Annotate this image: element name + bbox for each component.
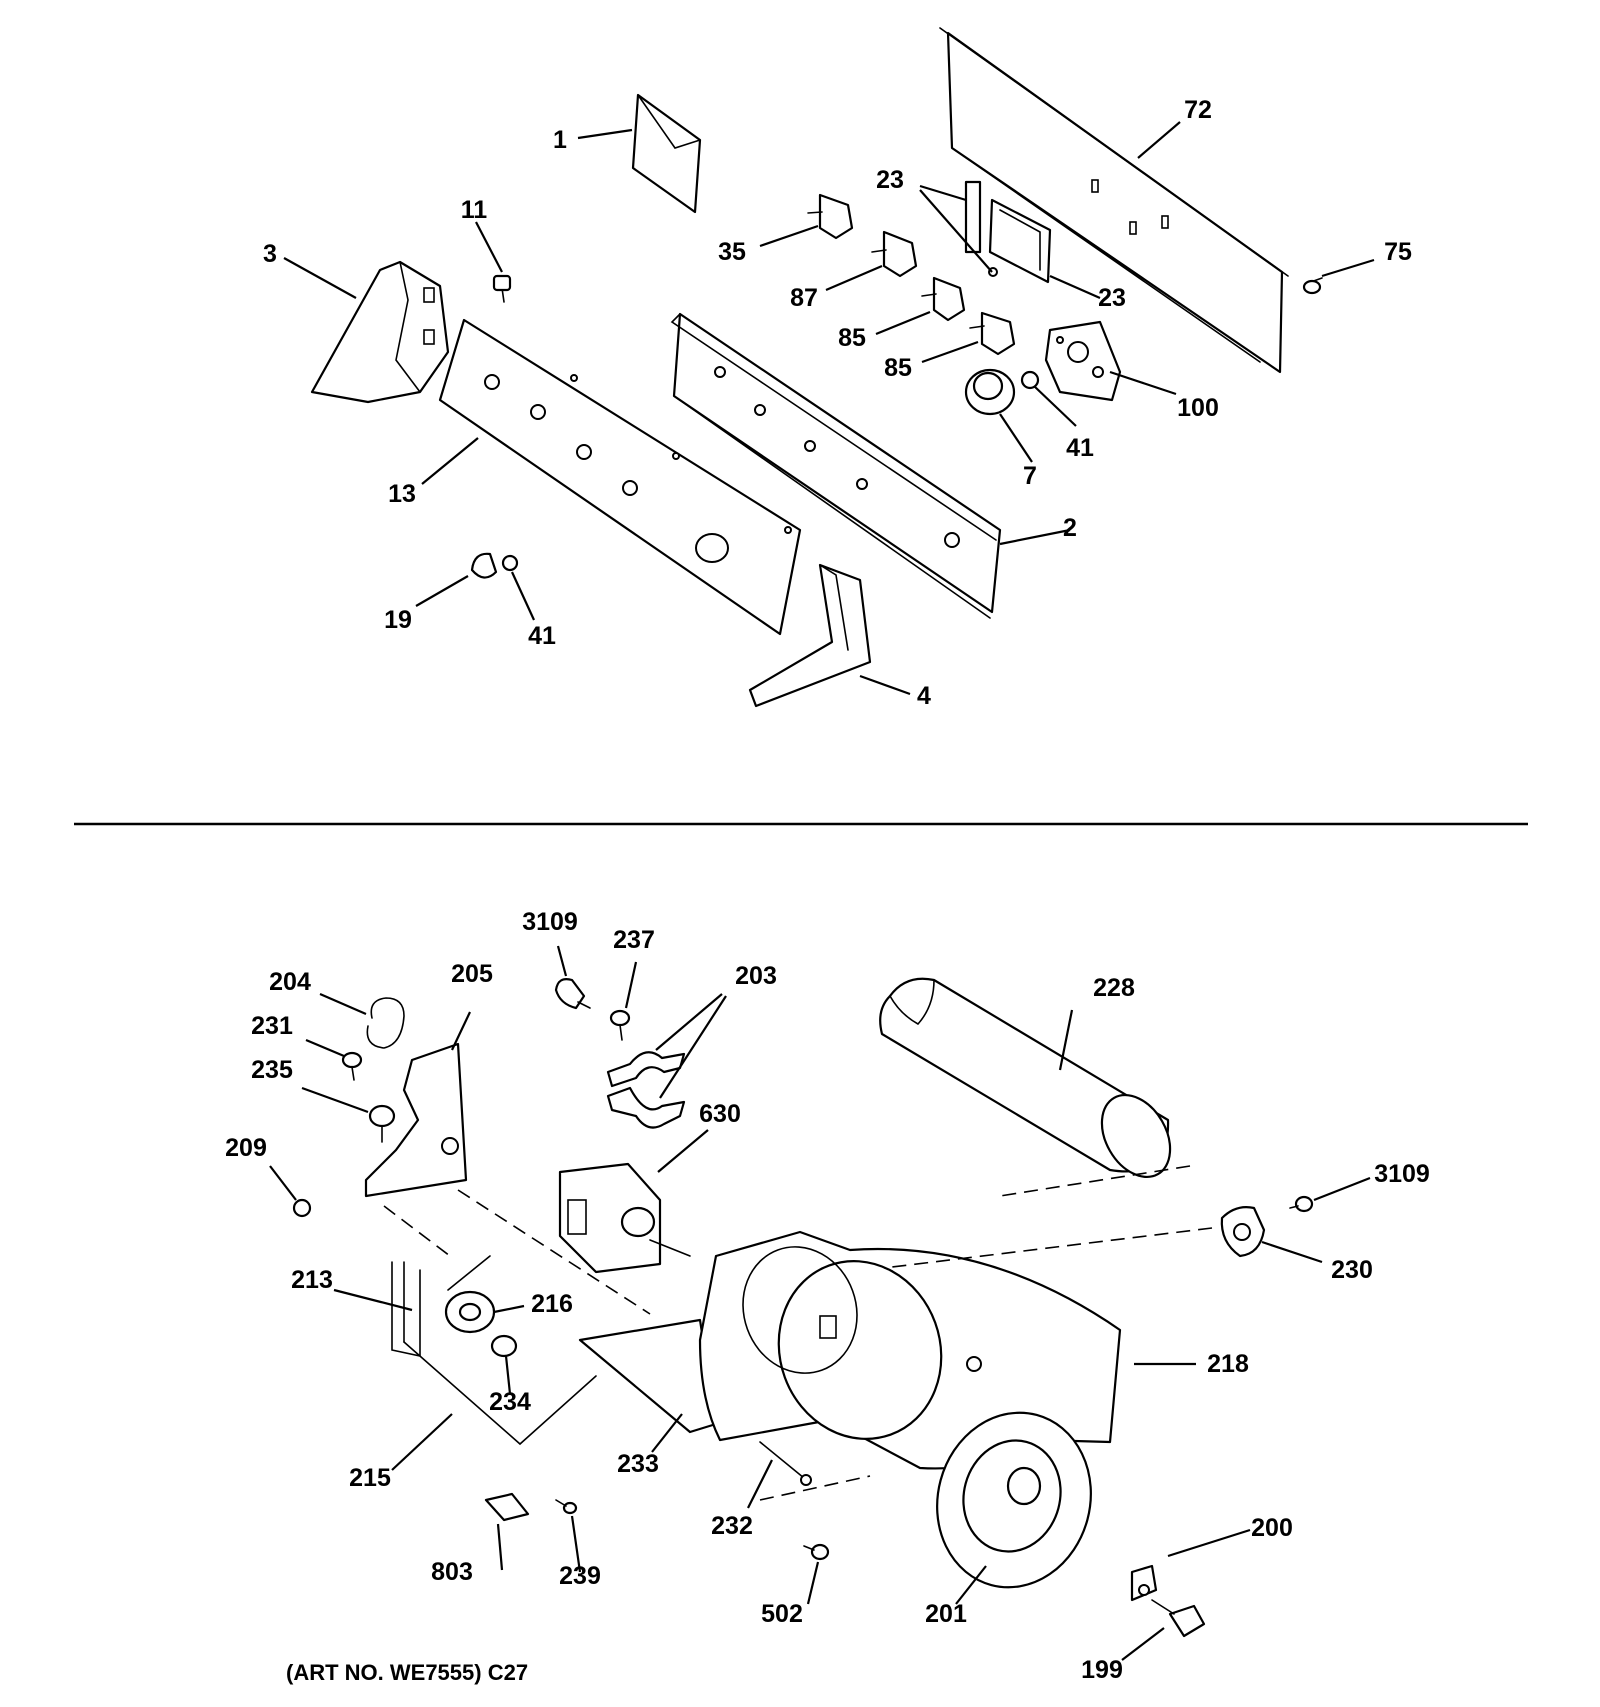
part-203-motor-clamp-a xyxy=(606,1051,686,1088)
callout-502: 502 xyxy=(761,1600,803,1628)
part-3109-screw-b xyxy=(1289,1195,1314,1213)
part-235-screw xyxy=(368,1104,396,1143)
part-2-panel-frame xyxy=(670,312,1002,619)
upper-leader-lines xyxy=(283,121,1375,696)
lower-leader-lines xyxy=(269,945,1371,1661)
callout-237: 237 xyxy=(613,926,655,954)
part-231-screw xyxy=(341,1051,363,1081)
callout-203: 203 xyxy=(735,962,777,990)
part-232-rod xyxy=(759,1441,812,1486)
art-number-caption: (ART NO. WE7555) C27 xyxy=(286,1660,528,1685)
callout-3109-b: 3109 xyxy=(1374,1160,1430,1188)
part-87-switch xyxy=(871,230,918,278)
part-13-control-panel xyxy=(438,318,802,636)
callout-228: 228 xyxy=(1093,974,1135,1002)
lower-alignment-lines xyxy=(383,1165,1213,1501)
part-209-nut xyxy=(292,1198,312,1218)
callout-11: 11 xyxy=(461,196,488,224)
part-233-idler-bracket xyxy=(578,1318,718,1434)
part-19-push-button xyxy=(470,552,498,579)
callout-216: 216 xyxy=(531,1290,573,1318)
callout-232: 232 xyxy=(711,1512,753,1540)
part-3-end-cap xyxy=(310,260,450,404)
part-41-insert-b xyxy=(501,554,519,572)
part-4-end-bracket xyxy=(748,563,872,708)
part-204-clip xyxy=(366,997,405,1049)
part-85-switch-b xyxy=(969,311,1016,356)
part-23-terminal-block xyxy=(964,180,1052,284)
part-201-blower-wheel xyxy=(936,1411,1092,1589)
callout-23-bottom: 23 xyxy=(1098,284,1126,312)
part-803-switch xyxy=(484,1492,530,1522)
callout-72: 72 xyxy=(1184,96,1212,124)
callout-41-a: 41 xyxy=(1066,434,1094,462)
callout-213: 213 xyxy=(291,1266,333,1294)
callout-19: 19 xyxy=(384,606,412,634)
part-502-screw xyxy=(803,1543,830,1561)
part-215-spring-rod xyxy=(403,1341,597,1446)
callout-218: 218 xyxy=(1207,1350,1249,1378)
callout-200: 200 xyxy=(1251,1514,1293,1542)
part-199-bolt xyxy=(1151,1599,1206,1638)
callout-215: 215 xyxy=(349,1464,391,1492)
callout-234: 234 xyxy=(489,1388,531,1416)
part-72-rear-panel xyxy=(939,27,1289,374)
part-7-knob xyxy=(964,368,1016,416)
part-75-screw xyxy=(1302,277,1323,295)
part-230-thermostat xyxy=(1220,1206,1266,1258)
callout-205: 205 xyxy=(451,960,493,988)
callout-85-b: 85 xyxy=(884,354,912,382)
part-228-exhaust-duct xyxy=(879,977,1172,1179)
callout-803: 803 xyxy=(431,1558,473,1586)
callout-3109-a: 3109 xyxy=(522,908,578,936)
callout-235: 235 xyxy=(251,1056,293,1084)
part-100-timer xyxy=(1044,320,1122,402)
callout-23-top: 23 xyxy=(876,166,904,194)
callout-209: 209 xyxy=(225,1134,267,1162)
callout-41-b: 41 xyxy=(528,622,556,650)
callout-labels: 1 72 23 35 11 3 23 75 87 85 85 100 41 7 … xyxy=(225,96,1430,1685)
callout-231: 231 xyxy=(251,1012,293,1040)
callout-75: 75 xyxy=(1384,238,1412,266)
callout-233: 233 xyxy=(617,1450,659,1478)
callout-239: 239 xyxy=(559,1562,601,1590)
part-630-drive-motor xyxy=(558,1162,691,1274)
callout-35: 35 xyxy=(718,238,746,266)
part-203-motor-clamp-b xyxy=(606,1086,686,1129)
part-200-clip xyxy=(1130,1564,1158,1602)
callout-1: 1 xyxy=(553,126,567,154)
part-41-insert-a xyxy=(1020,370,1040,390)
part-218-blower-housing xyxy=(698,1230,1122,1470)
callout-3: 3 xyxy=(263,240,277,268)
callout-201: 201 xyxy=(925,1600,967,1628)
callout-4: 4 xyxy=(917,682,931,710)
callout-199: 199 xyxy=(1081,1656,1123,1684)
part-205-motor-bracket xyxy=(364,1042,468,1198)
callout-230: 230 xyxy=(1331,1256,1373,1284)
callout-2: 2 xyxy=(1063,514,1077,542)
part-1-instruction-envelope xyxy=(631,93,702,214)
callout-87: 87 xyxy=(790,284,818,312)
part-85-switch-a xyxy=(921,276,966,322)
callout-630: 630 xyxy=(699,1100,741,1128)
callout-204: 204 xyxy=(269,968,311,996)
part-239-screw xyxy=(555,1499,578,1515)
part-11-screw xyxy=(492,274,512,303)
part-237-screw xyxy=(609,1009,631,1041)
part-216-idler-pulley xyxy=(444,1255,496,1334)
part-3109-lamp-a xyxy=(554,978,591,1010)
callout-13: 13 xyxy=(388,480,416,508)
part-35-switch xyxy=(807,193,854,240)
callout-100: 100 xyxy=(1177,394,1219,422)
callout-85-a: 85 xyxy=(838,324,866,352)
callout-7: 7 xyxy=(1023,462,1037,490)
part-234-nut xyxy=(490,1334,518,1358)
